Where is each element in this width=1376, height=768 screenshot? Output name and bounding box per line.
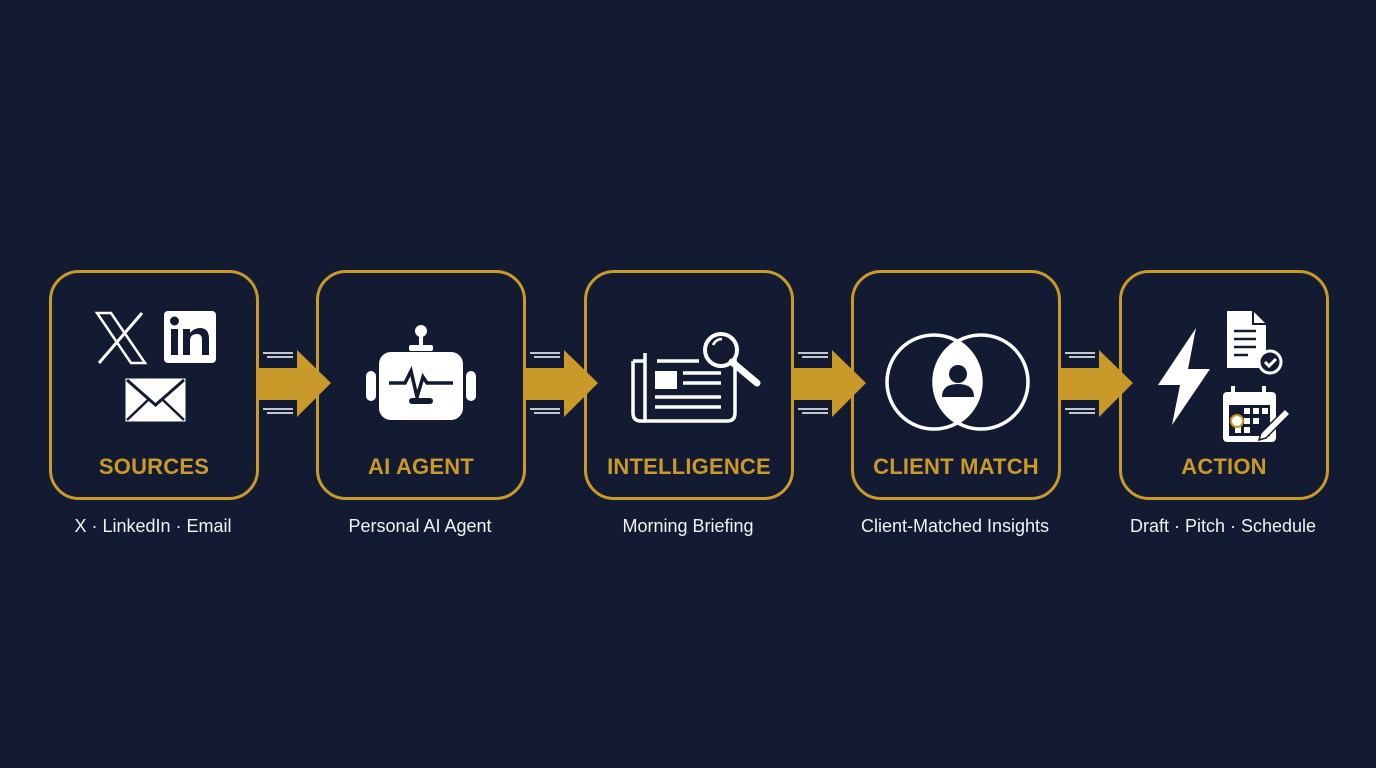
arrow-right-icon (792, 350, 866, 417)
step-client-match: CLIENT MATCH (851, 270, 1061, 500)
step-label: SOURCES (98, 454, 210, 479)
robot-icon (366, 325, 476, 420)
step-caption: Personal AI Agent (348, 516, 492, 536)
venn-person-icon (885, 333, 1030, 431)
x-logo-icon (94, 311, 148, 365)
step-label: AI AGENT (368, 454, 474, 479)
step-caption: Draft · Pitch · Schedule (1129, 516, 1317, 536)
step-caption: X · LinkedIn · Email (74, 516, 232, 536)
step-caption: Morning Briefing (622, 516, 754, 536)
document-check-icon (1227, 311, 1283, 375)
envelope-icon (125, 378, 186, 422)
step-label: CLIENT MATCH (873, 454, 1039, 479)
step-action: ACTION (1119, 270, 1329, 500)
action-icons (1158, 311, 1292, 442)
step-ai-agent: AI AGENT (316, 270, 526, 500)
calendar-edit-icon (1223, 386, 1292, 442)
linkedin-icon (164, 311, 216, 363)
step-intelligence: INTELLIGENCE (584, 270, 794, 500)
arrow-right-icon (1059, 350, 1133, 417)
arrow-right-icon (524, 350, 598, 417)
step-sources: SOURCES (49, 270, 259, 500)
step-caption: Client-Matched Insights (860, 516, 1050, 536)
step-label: INTELLIGENCE (607, 454, 771, 479)
sources-icons (94, 311, 216, 422)
lightning-icon (1158, 328, 1210, 425)
arrow-right-icon (257, 350, 331, 417)
newspaper-search-icon (631, 332, 761, 423)
step-label: ACTION (1181, 454, 1267, 479)
